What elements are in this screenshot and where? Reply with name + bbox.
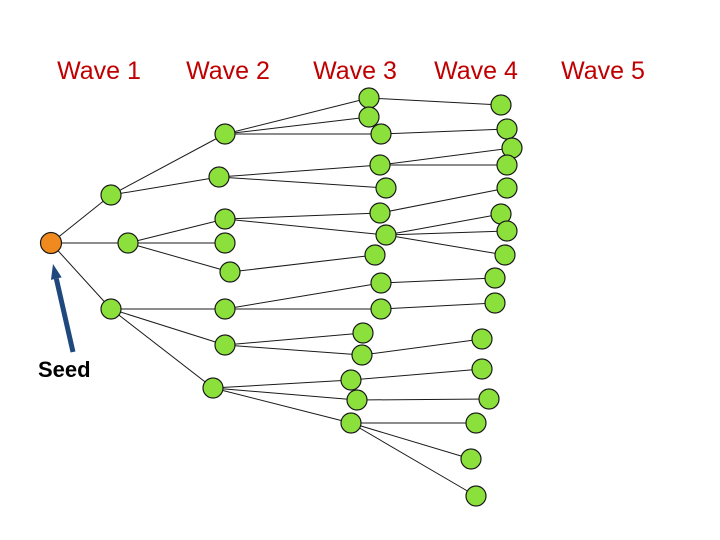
edge-w2e-w3h [229, 254, 376, 273]
edge-w2g-w3k [224, 332, 364, 346]
graph-node-w1a [100, 184, 122, 206]
graph-node-w4b [496, 118, 518, 140]
edge-w3c-w4b [380, 128, 508, 135]
graph-node-w4n [465, 412, 487, 434]
edge-w3j-w4j [380, 302, 496, 310]
edge-w1c-w2g [110, 308, 226, 346]
graph-node-w4h [494, 244, 516, 266]
seed-arrow-shaft [53, 278, 76, 353]
graph-node-w3m [340, 369, 362, 391]
graph-node-w3k [352, 322, 374, 344]
edge-w3g-w4g [385, 230, 508, 236]
edge-w3d-w4c [379, 147, 513, 166]
edge-w3f-w4e [379, 187, 508, 214]
graph-node-w2e [219, 261, 241, 283]
edge-w2h-w3m [212, 379, 352, 389]
graph-node-w4k [471, 328, 493, 350]
graph-node-w3h [364, 244, 386, 266]
seed-node [39, 231, 63, 255]
edge-w3o-w4p [350, 422, 477, 497]
graph-node-w2f [214, 298, 236, 320]
wave-4-label: Wave 4 [434, 57, 518, 85]
graph-node-w3j [370, 298, 392, 320]
graph-node-w4p [465, 485, 487, 507]
edge-w2h-w3o [212, 387, 352, 424]
graph-node-w1b [117, 232, 139, 254]
graph-node-w3g [375, 224, 397, 246]
edge-w2b-w3d [218, 164, 381, 178]
edge-w2c-w3f [224, 212, 381, 220]
edge-w2g-w3l [224, 344, 363, 356]
graph-node-w3o [340, 412, 362, 434]
graph-node-w1c [100, 298, 122, 320]
graph-node-w2b [208, 166, 230, 188]
edge-w2b-w3e [218, 176, 387, 189]
edge-w3n-w4m [356, 398, 490, 401]
edge-w3g-w4f [385, 213, 502, 236]
graph-node-w4o [460, 448, 482, 470]
graph-node-w2d [214, 232, 236, 254]
edge-w1b-w2c [127, 218, 226, 244]
edge-seed-w1c [50, 242, 112, 310]
edge-w3i-w4i [380, 277, 496, 284]
graph-node-w3l [351, 344, 373, 366]
edge-w1c-w2h [110, 308, 214, 389]
graph-node-w3b [358, 106, 380, 128]
graph-node-w4a [490, 94, 512, 116]
seed-label: Seed [38, 357, 91, 382]
graph-node-w4g [496, 220, 518, 242]
graph-node-w4m [478, 388, 500, 410]
graph-node-w3c [370, 123, 392, 145]
edge-w3g-w4h [385, 234, 506, 256]
graph-node-w3f [369, 202, 391, 224]
graph-node-w3e [375, 177, 397, 199]
graph-node-w2h [202, 377, 224, 399]
wave-1-label: Wave 1 [57, 57, 141, 85]
wave-3-label: Wave 3 [313, 57, 397, 85]
edge-w3a-w4a [368, 97, 502, 106]
seed-arrow-head [50, 264, 62, 280]
graph-node-w4j [484, 292, 506, 314]
graph-node-w4e [496, 177, 518, 199]
graph-node-w4d [496, 154, 518, 176]
edge-w3o-w4o [350, 422, 472, 460]
edge-w3l-w4k [361, 338, 483, 356]
graph-node-w2c [214, 208, 236, 230]
graph-node-w4l [471, 358, 493, 380]
graph-node-w2a [214, 123, 236, 145]
wave-2-label: Wave 2 [186, 57, 270, 85]
edge-w1a-w2a [110, 133, 226, 196]
wave-5-label: Wave 5 [561, 57, 645, 85]
edge-w2f-w3i [224, 282, 382, 310]
edge-w2a-w3a [224, 97, 370, 135]
edge-w2h-w3n [212, 387, 358, 401]
edge-seed-w1a [50, 194, 112, 244]
graph-node-w3d [369, 154, 391, 176]
edge-w2c-w3g [224, 218, 387, 236]
edge-w2a-w3b [224, 116, 370, 135]
graph-node-w3i [370, 272, 392, 294]
edge-w1b-w2e [127, 242, 231, 273]
edge-w3m-w4l [350, 368, 483, 381]
graph-node-w3a [358, 87, 380, 109]
graph-node-w2g [214, 334, 236, 356]
graph-node-w4i [484, 267, 506, 289]
graph-node-w3n [346, 389, 368, 411]
edge-w1a-w2b [110, 176, 220, 196]
